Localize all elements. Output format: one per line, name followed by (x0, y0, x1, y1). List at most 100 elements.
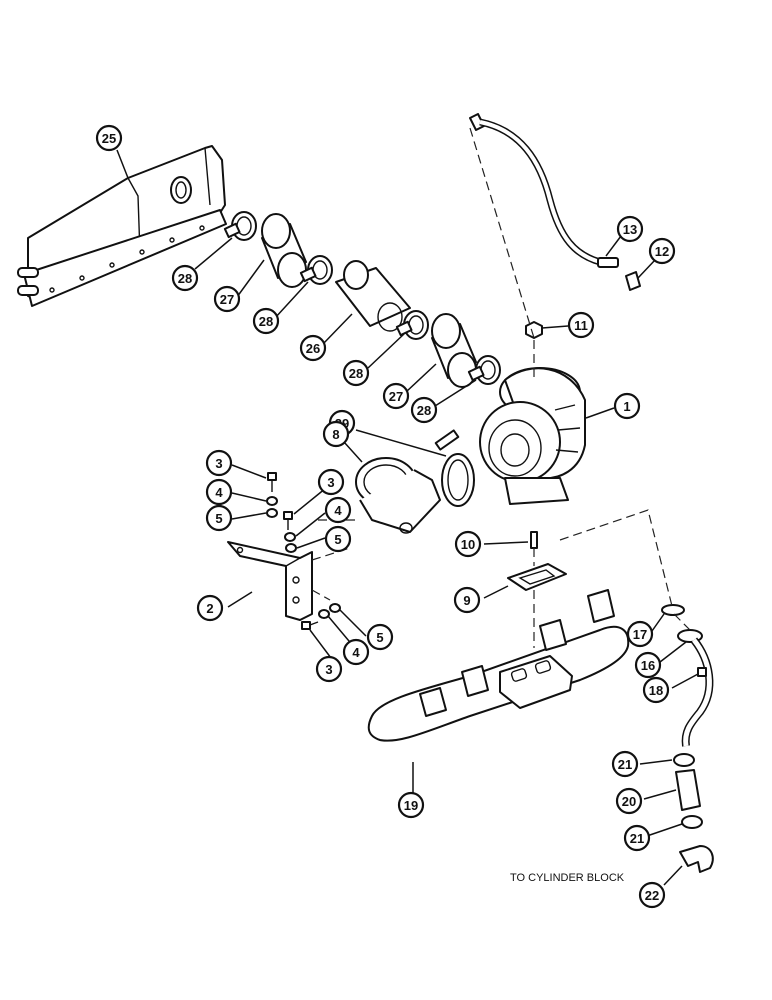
washer-5a (266, 508, 278, 518)
clamp-21b (681, 815, 703, 829)
callout-4-b: 4 (324, 496, 352, 524)
callout-25-label: 25 (102, 131, 116, 146)
callout-1-circle (613, 392, 641, 420)
fitting-12 (625, 271, 641, 291)
bolt-3a (267, 472, 277, 492)
lockwasher-4b (284, 532, 296, 542)
callout-5-c-label: 5 (376, 630, 383, 645)
note-to-cylinder-block: TO CYLINDER BLOCK (510, 872, 625, 884)
callout-3-a: 3 (205, 449, 233, 477)
callout-3-c: 3 (315, 655, 343, 683)
callout-28-b: 28 (252, 307, 280, 335)
callout-4-a: 4 (205, 478, 233, 506)
callout-20-circle (615, 787, 643, 815)
lockwasher-4a (266, 496, 278, 506)
crossover-pipe-26 (335, 260, 411, 332)
callout-26-circle (299, 334, 327, 362)
v-band-clamp-29 (434, 429, 475, 507)
callout-21-b-circle (623, 824, 651, 852)
callout-8-circle (322, 420, 350, 448)
callout-25-circle (95, 124, 123, 152)
callout-18: 18 (642, 676, 670, 704)
hose-clamp-28a (223, 211, 257, 241)
callout-27-b: 27 (382, 382, 410, 410)
callout-13-circle (616, 215, 644, 243)
callout-3-b: 3 (317, 468, 345, 496)
callout-19-label: 19 (404, 798, 418, 813)
callout-17: 17 (626, 620, 654, 648)
callout-22-label: 22 (645, 888, 659, 903)
callout-3-a-label: 3 (215, 456, 222, 471)
callout-8-label: 8 (332, 427, 339, 442)
callout-5-a-circle (205, 504, 233, 532)
hose-27b (431, 313, 477, 388)
callout-4-b-circle (324, 496, 352, 524)
callout-8: 8 (322, 420, 350, 448)
callout-28-a: 28 (171, 264, 199, 292)
callout-16-circle (634, 651, 662, 679)
callout-16-label: 16 (641, 658, 655, 673)
callout-4-a-circle (205, 478, 233, 506)
nut-11 (525, 321, 543, 339)
callout-28-b-circle (252, 307, 280, 335)
callout-21-a-label: 21 (618, 757, 632, 772)
callout-5-b-label: 5 (334, 532, 341, 547)
gasket-17 (661, 604, 685, 616)
callout-10-label: 10 (461, 537, 475, 552)
callout-11: 11 (567, 311, 595, 339)
callout-5-b: 5 (324, 525, 352, 553)
callout-1-label: 1 (623, 399, 630, 414)
callout-28-b-label: 28 (259, 314, 273, 329)
callout-27-b-label: 27 (389, 389, 403, 404)
callout-28-d: 28 (410, 396, 438, 424)
drain-tube-16 (677, 629, 714, 747)
callout-28-a-label: 28 (178, 271, 192, 286)
callout-5-b-circle (324, 525, 352, 553)
callout-21-a: 21 (611, 750, 639, 778)
callout-3-a-circle (205, 449, 233, 477)
callout-19: 19 (397, 791, 425, 819)
callout-11-circle (567, 311, 595, 339)
callout-5-a-label: 5 (215, 511, 222, 526)
washer-5c (329, 603, 341, 613)
turbocharger-1 (479, 367, 586, 505)
clamp-21a (673, 753, 695, 767)
washer-5b (285, 543, 297, 553)
stud-10 (530, 531, 538, 549)
callout-20: 20 (615, 787, 643, 815)
callout-27-a-label: 27 (220, 292, 234, 307)
callout-12-circle (648, 237, 676, 265)
callout-28-a-circle (171, 264, 199, 292)
callout-9-circle (453, 586, 481, 614)
callout-4-c-label: 4 (352, 645, 360, 660)
bolt-3c (301, 621, 319, 630)
callout-10-circle (454, 530, 482, 558)
callout-21-b-label: 21 (630, 831, 644, 846)
callout-17-circle (626, 620, 654, 648)
callout-9: 9 (453, 586, 481, 614)
callout-28-d-label: 28 (417, 403, 431, 418)
gasket-9 (507, 563, 567, 591)
callout-3-c-label: 3 (325, 662, 332, 677)
elbow-22 (679, 845, 714, 873)
callout-9-label: 9 (463, 593, 470, 608)
aftercooler-housing (17, 145, 227, 307)
callout-18-circle (642, 676, 670, 704)
callout-18-label: 18 (649, 683, 663, 698)
callout-2: 2 (196, 594, 224, 622)
callout-27-b-circle (382, 382, 410, 410)
callout-20-label: 20 (622, 794, 636, 809)
callout-5-c-circle (366, 623, 394, 651)
callout-4-a-label: 4 (215, 485, 223, 500)
callout-27-a-circle (213, 285, 241, 313)
hose-20 (675, 769, 701, 811)
callout-26: 26 (299, 334, 327, 362)
callout-12: 12 (648, 237, 676, 265)
callout-4-c: 4 (342, 638, 370, 666)
callout-27-a: 27 (213, 285, 241, 313)
callout-26-label: 26 (306, 341, 320, 356)
callout-5-c: 5 (366, 623, 394, 651)
callout-4-b-label: 4 (334, 503, 342, 518)
hose-clamp-28d (467, 355, 501, 385)
